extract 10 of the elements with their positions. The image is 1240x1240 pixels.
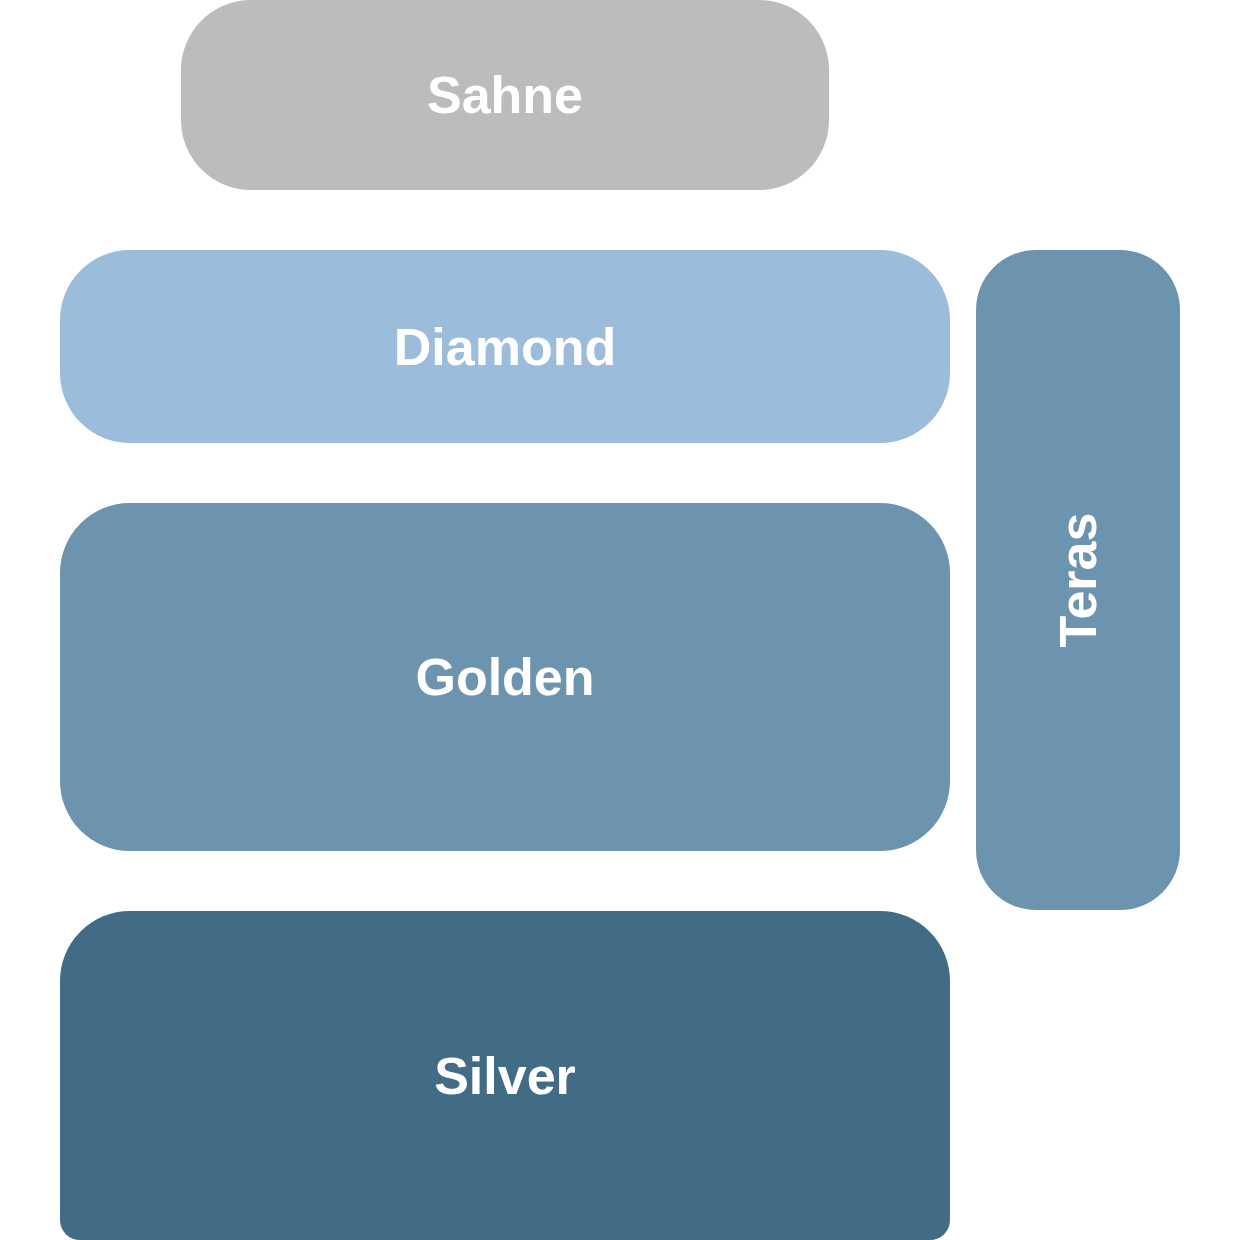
seating-area <box>181 0 829 190</box>
area-label: Diamond <box>393 316 617 377</box>
area-label: Silver <box>434 1045 576 1106</box>
area-label: Sahne <box>426 65 584 125</box>
area-label: Teras <box>1048 512 1108 648</box>
seating-area <box>60 250 950 443</box>
seating-area <box>60 503 950 851</box>
area-label: Golden <box>415 647 595 707</box>
seating-area <box>976 250 1180 910</box>
seating-area <box>60 911 950 1240</box>
